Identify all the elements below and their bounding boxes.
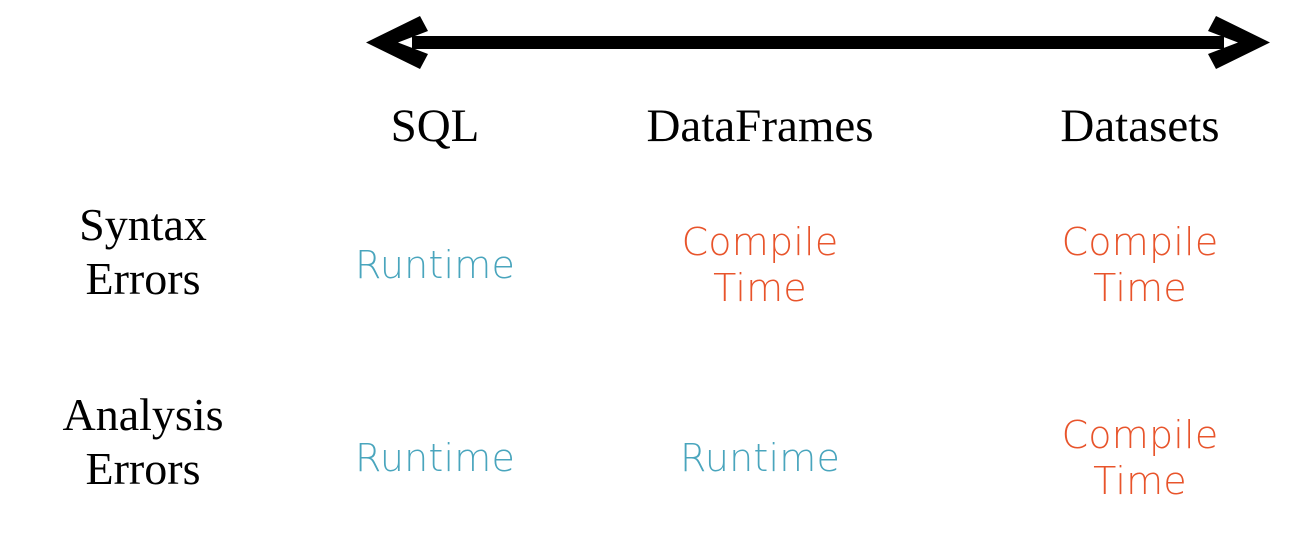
cell-syntax-errors-dataframes: Compile Time — [615, 205, 905, 325]
cell-syntax-errors-datasets: Compile Time — [1020, 205, 1260, 325]
cell-syntax-errors-sql: Runtime — [330, 205, 540, 325]
cell-text-line-2: Time — [713, 266, 807, 310]
cell-text-line-2: Time — [1093, 266, 1187, 310]
cell-text-line-1: Compile — [1061, 412, 1219, 457]
column-header-datasets: Datasets — [1060, 100, 1220, 152]
cell-text-line-1: Runtime — [354, 435, 516, 480]
row-label-line-1: Syntax — [79, 199, 207, 250]
cell-text-line-1: Compile — [1061, 219, 1219, 264]
row-label-line-2: Errors — [85, 442, 201, 494]
row-label-syntax-errors: Syntax Errors — [8, 198, 278, 306]
spectrum-arrow — [360, 8, 1276, 80]
row-label-line-1: Analysis — [62, 389, 224, 440]
cell-analysis-errors-sql: Runtime — [330, 398, 540, 518]
cell-text-line-1: Runtime — [679, 435, 841, 480]
cell-text-line-2: Time — [1093, 459, 1187, 503]
double-headed-arrow-icon — [366, 16, 1270, 69]
row-label-analysis-errors: Analysis Errors — [8, 388, 278, 496]
cell-analysis-errors-dataframes: Runtime — [615, 398, 905, 518]
column-header-sql: SQL — [390, 100, 480, 152]
cell-analysis-errors-datasets: Compile Time — [1020, 398, 1260, 518]
cell-text-line-1: Compile — [681, 219, 839, 264]
row-label-line-2: Errors — [85, 252, 201, 304]
column-header-dataframes: DataFrames — [646, 100, 874, 152]
cell-text-line-1: Runtime — [354, 242, 516, 287]
